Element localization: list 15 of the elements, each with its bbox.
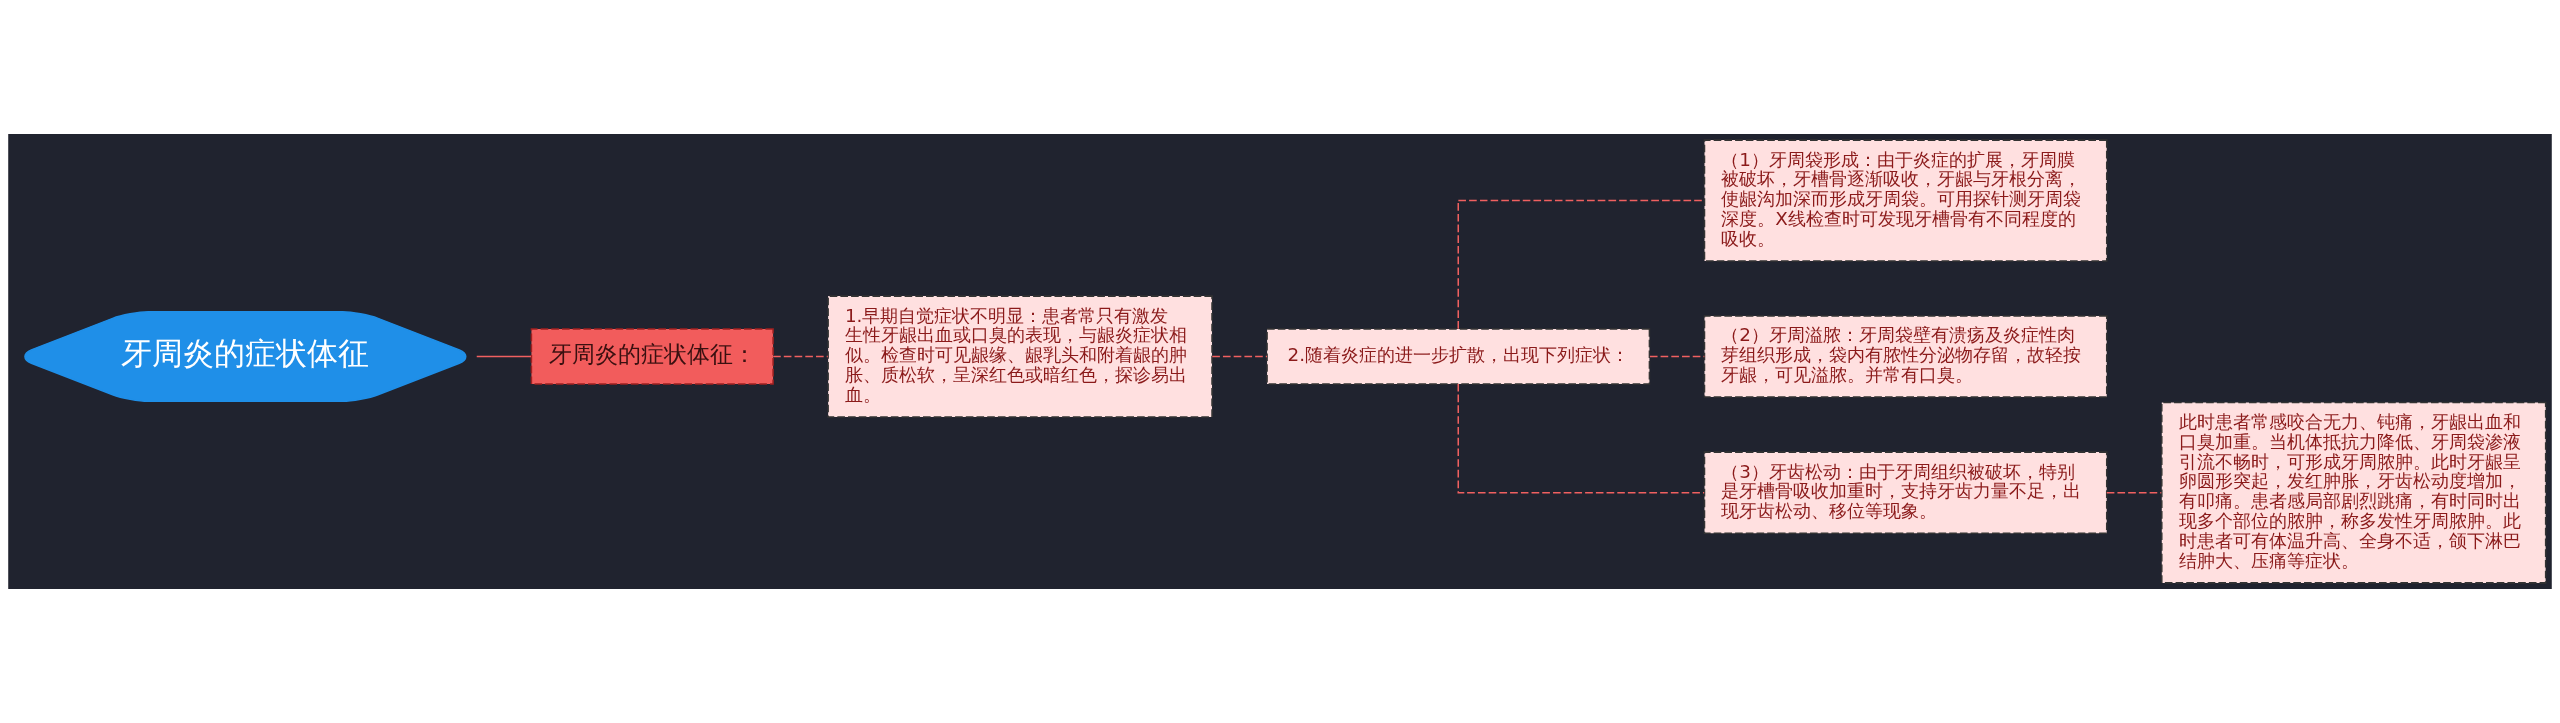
node-box: 此时患者常感咬合无力、钝痛，牙龈出血和口臭加重。当机体抵抗力降低、牙周袋渗液引流不畅时，可形成牙周脓肿。此时牙龈呈卵圆形突起，发红肿胀，牙齿松动度增加，有叩痛。患者感局部剧烈跳痛，有时同时出现多个部位的脓肿，称多发性牙周脓肿。此时患者可有体温升高、全身不适，颌下淋巴结肿大、压痛等症状。	[2161, 401, 2547, 584]
node-box: 2.随着炎症的进一步扩散，出现下列症状：	[1266, 328, 1651, 385]
connector	[1211, 355, 1268, 358]
connector	[1649, 355, 1706, 358]
node-box: 牙周炎的症状体征：	[530, 328, 774, 385]
connector	[772, 355, 829, 358]
connector	[2105, 491, 2163, 494]
node-ellipse: 牙周炎的症状体征	[24, 310, 467, 403]
node-box: （1）牙周袋形成：由于炎症的扩展，牙周膜被破坏，牙槽骨逐渐吸收，牙龈与牙根分离，使龈沟加深而形成牙周袋。可用探针测牙周袋深度。X线检查时可发现牙槽骨有不同程度的吸收。	[1703, 139, 2108, 262]
node-box: （2）牙周溢脓：牙周袋壁有溃疡及炎症性肉芽组织形成，袋内有脓性分泌物存留，故轻按牙龈，可见溢脓。并常有口臭。	[1703, 315, 2108, 398]
node-box: 1.早期自觉症状不明显：患者常只有激发生性牙龈出血或口臭的表现，与龈炎症状相似。检查时可见龈缘、龈乳头和附着龈的肿胀、质松软，呈深红色或暗红色，探诊易出血。	[827, 295, 1213, 418]
connector	[1457, 199, 1705, 330]
connector	[1457, 383, 1705, 494]
node-box: （3）牙齿松动：由于牙周组织被破坏，特别是牙槽骨吸收加重时，支持牙齿力量不足，出现牙齿松动、移位等现象。	[1703, 451, 2108, 534]
connector	[475, 355, 532, 358]
